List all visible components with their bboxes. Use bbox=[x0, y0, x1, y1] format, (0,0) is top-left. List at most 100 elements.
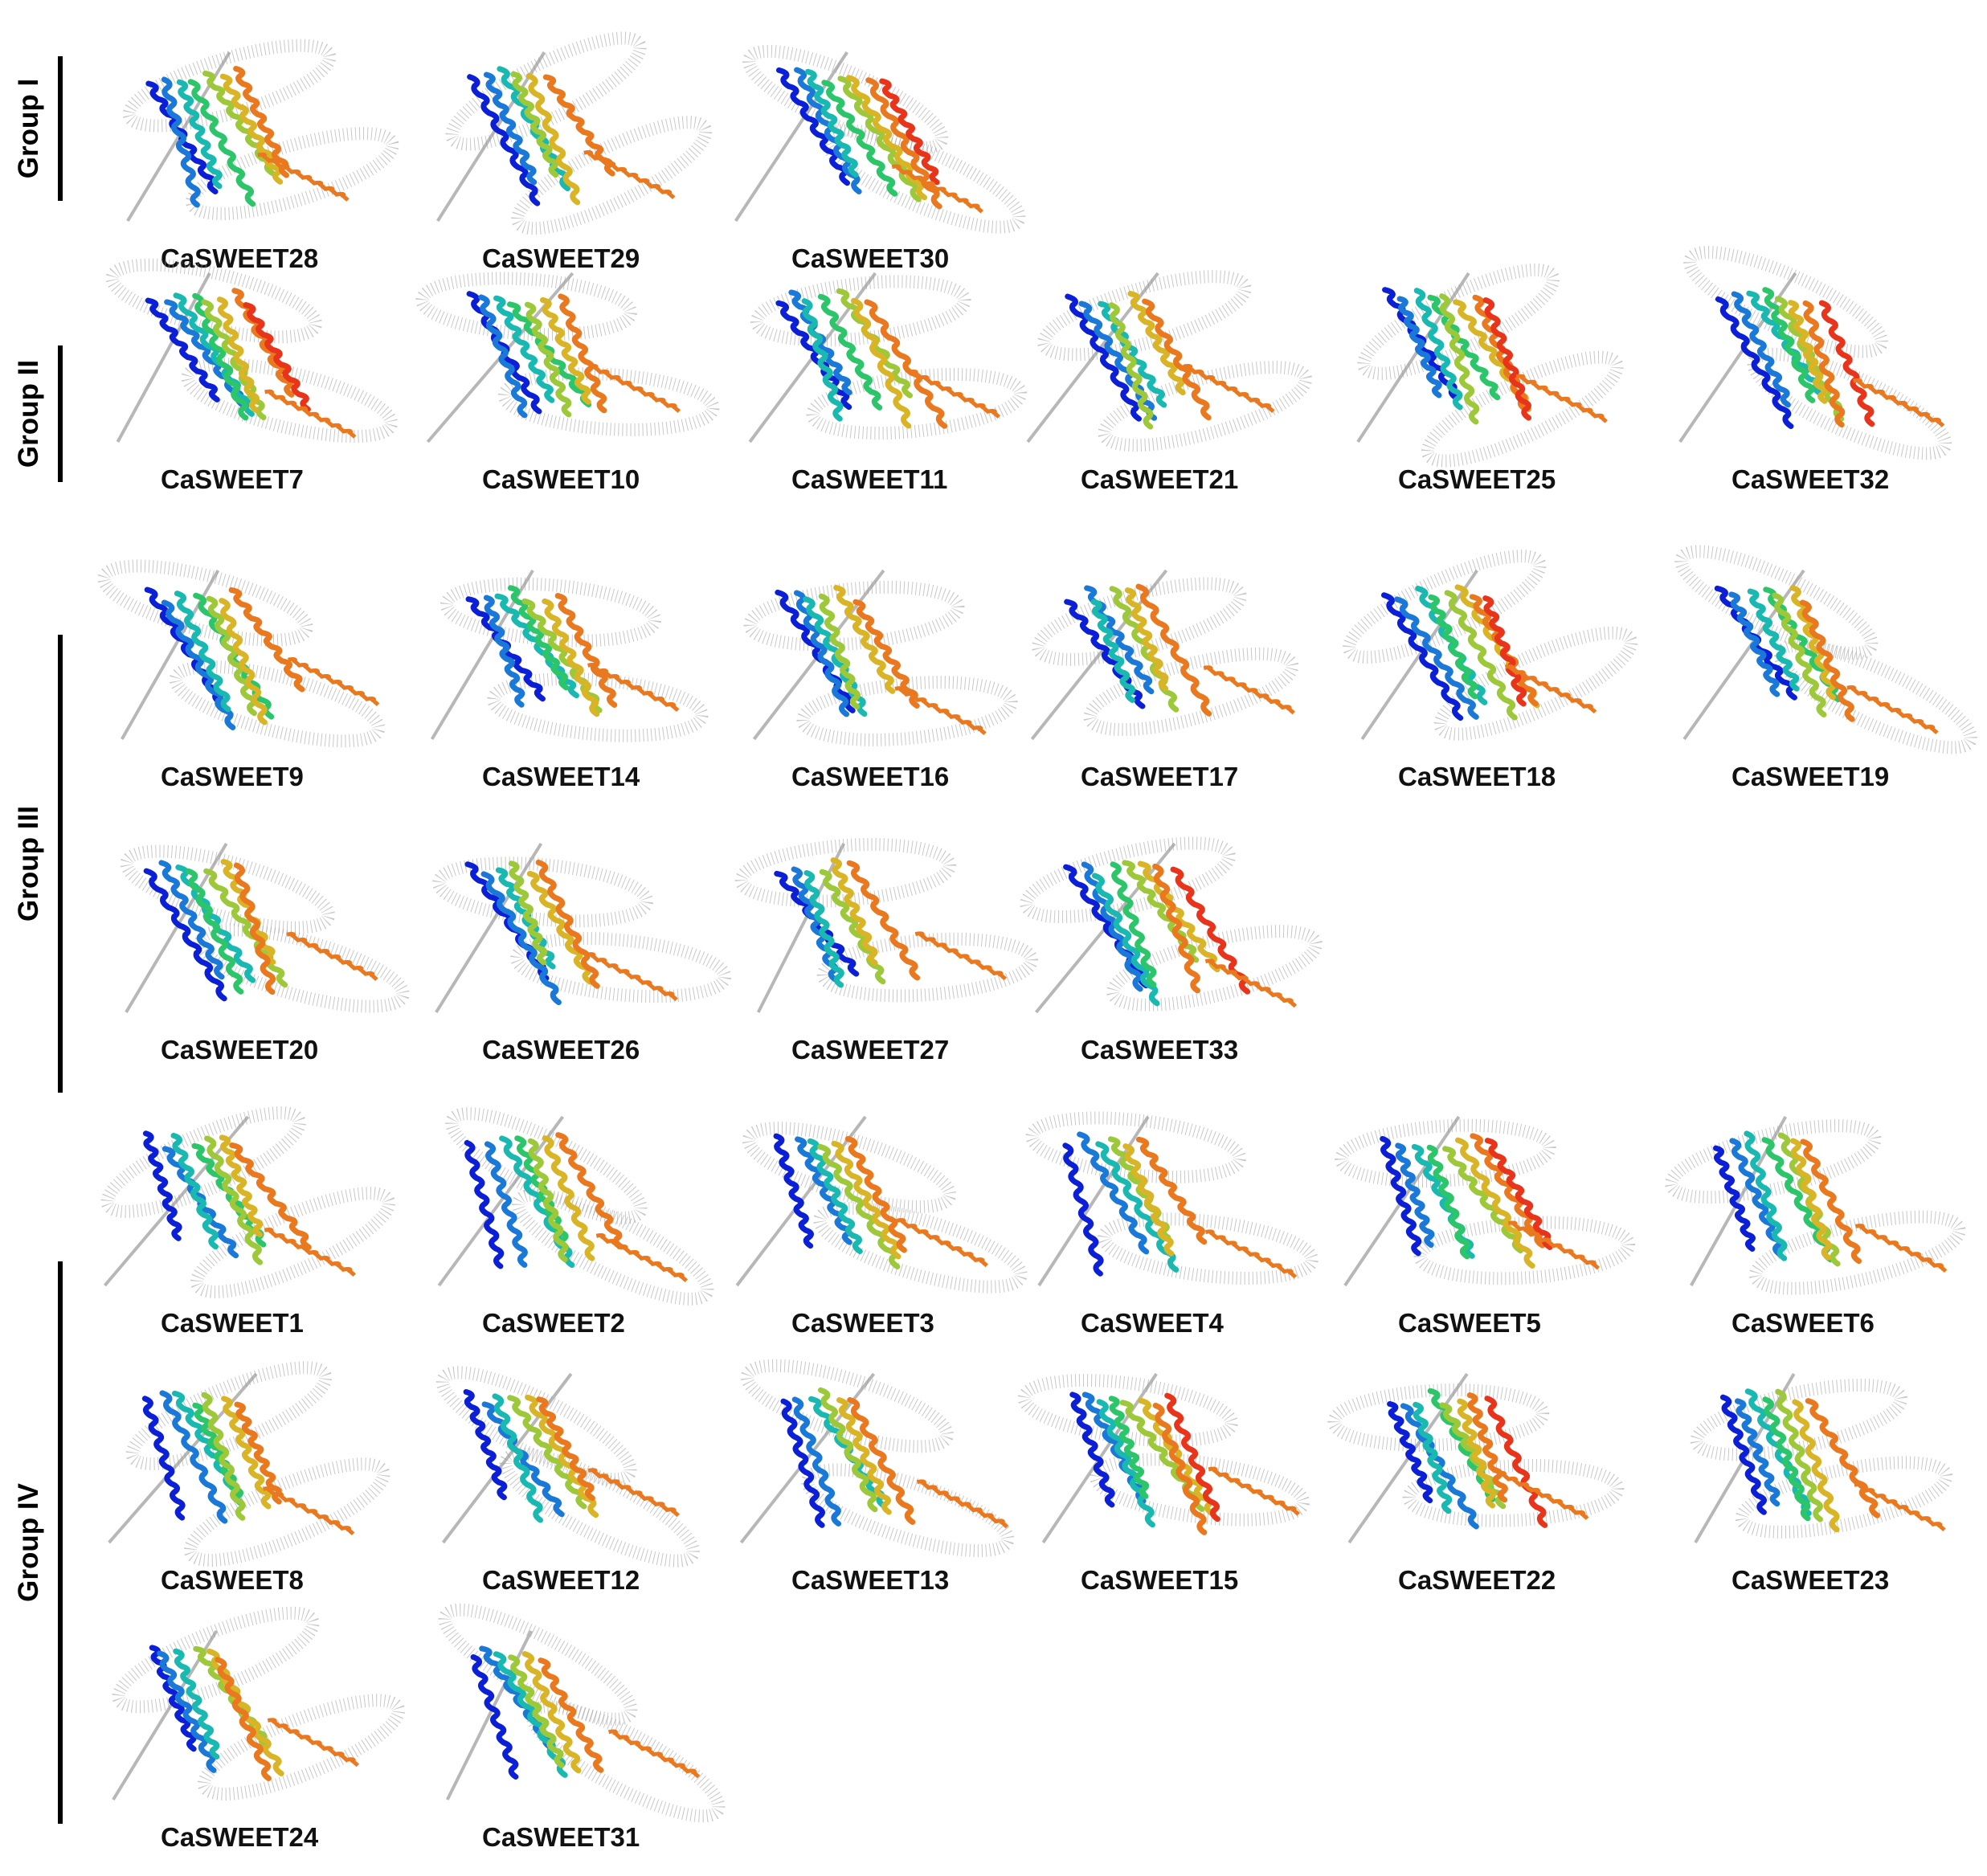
protein-structure-render bbox=[415, 272, 720, 443]
protein-name-label: CaSWEET33 bbox=[1081, 1035, 1239, 1065]
structure-panel: CaSWEET24 bbox=[96, 1606, 406, 1856]
protein-ribbon-icon bbox=[145, 288, 357, 439]
protein-name-label: CaSWEET31 bbox=[482, 1822, 640, 1852]
protein-structure-render bbox=[437, 1107, 714, 1306]
protein-structure-render bbox=[105, 258, 398, 443]
protein-name-label: CaSWEET12 bbox=[482, 1565, 640, 1595]
membrane-disc-icon bbox=[1343, 550, 1638, 741]
protein-ribbon-icon bbox=[1380, 1133, 1601, 1270]
protein-name-label: CaSWEET27 bbox=[791, 1035, 950, 1065]
membrane-disc-icon bbox=[437, 1107, 714, 1306]
structure-panel: CaSWEET11 bbox=[727, 265, 1032, 498]
structure-panel: CaSWEET19 bbox=[1667, 545, 1977, 795]
protein-name-label: CaSWEET11 bbox=[791, 464, 948, 494]
protein-structure-render bbox=[1025, 1111, 1319, 1287]
structure-panel: CaSWEET9 bbox=[96, 559, 402, 795]
protein-ribbon-icon bbox=[1069, 1392, 1300, 1535]
structure-panel: CaSWEET6 bbox=[1665, 1109, 1973, 1342]
protein-name-label: CaSWEET3 bbox=[791, 1308, 934, 1338]
protein-name-label: CaSWEET6 bbox=[1731, 1308, 1875, 1338]
protein-name-label: CaSWEET16 bbox=[791, 762, 950, 791]
protein-ribbon-icon bbox=[1382, 287, 1608, 425]
protein-ribbon-icon bbox=[464, 859, 678, 1006]
structure-panel: CaSWEET30 bbox=[727, 44, 1032, 277]
structure-panel: CaSWEET8 bbox=[96, 1361, 402, 1599]
protein-structure-render bbox=[438, 1603, 726, 1823]
protein-name-label: CaSWEET14 bbox=[482, 762, 640, 791]
protein-ribbon-icon bbox=[143, 859, 378, 1002]
membrane-disc-icon bbox=[108, 1361, 390, 1567]
protein-structure-render bbox=[735, 1115, 1028, 1294]
structure-panel: CaSWEET20 bbox=[96, 836, 410, 1069]
protein-ribbon-icon bbox=[1063, 860, 1298, 1008]
protein-structure-render bbox=[1356, 263, 1624, 468]
protein-name-label: CaSWEET26 bbox=[482, 1035, 640, 1065]
protein-structure-render bbox=[1030, 569, 1299, 741]
protein-ribbon-icon bbox=[464, 1132, 689, 1283]
structure-panel: CaSWEET26 bbox=[418, 836, 731, 1069]
protein-ribbon-icon bbox=[1713, 1130, 1948, 1273]
protein-ribbon-icon bbox=[774, 857, 1008, 988]
protein-name-label: CaSWEET8 bbox=[161, 1565, 304, 1595]
protein-ribbon-icon bbox=[775, 288, 1001, 429]
protein-name-label: CaSWEET18 bbox=[1398, 762, 1556, 791]
protein-ribbon-icon bbox=[1064, 583, 1295, 717]
membrane-disc-icon bbox=[438, 1603, 726, 1823]
structure-panel: CaSWEET4 bbox=[1016, 1109, 1322, 1342]
protein-name-label: CaSWEET7 bbox=[161, 464, 304, 494]
protein-ribbon-icon bbox=[465, 585, 680, 717]
structure-panel: CaSWEET12 bbox=[418, 1366, 723, 1599]
protein-structure-render bbox=[100, 1106, 395, 1298]
protein-ribbon-icon bbox=[466, 291, 681, 419]
protein-name-label: CaSWEET32 bbox=[1731, 464, 1890, 494]
protein-structure-render bbox=[1026, 270, 1313, 452]
structure-panel: CaSWEET15 bbox=[1016, 1366, 1322, 1599]
protein-structure-render bbox=[108, 1361, 390, 1567]
protein-ribbon-icon bbox=[1065, 291, 1275, 430]
protein-ribbon-icon bbox=[144, 587, 380, 730]
protein-structure-render bbox=[743, 569, 1018, 746]
structure-panel: CaSWEET31 bbox=[418, 1603, 726, 1856]
protein-structure-render bbox=[112, 1606, 406, 1801]
structure-panel: CaSWEET10 bbox=[415, 265, 723, 498]
structure-panel: CaSWEET3 bbox=[727, 1109, 1032, 1342]
protein-name-label: CaSWEET4 bbox=[1081, 1308, 1224, 1338]
membrane-disc-icon bbox=[436, 31, 713, 235]
protein-ribbon-icon bbox=[775, 584, 987, 736]
protein-structure-render bbox=[748, 272, 1028, 443]
structure-panel: CaSWEET7 bbox=[96, 258, 402, 498]
protein-structure-render bbox=[435, 1366, 700, 1567]
protein-structure-render bbox=[1665, 1116, 1966, 1295]
protein-structure-render bbox=[1678, 246, 1952, 460]
protein-ribbon-icon bbox=[1387, 1388, 1589, 1530]
structure-panel: CaSWEET17 bbox=[1016, 562, 1322, 795]
group-2-bar bbox=[58, 345, 63, 482]
structure-panel: CaSWEET21 bbox=[1016, 265, 1322, 498]
protein-structure-render bbox=[1674, 545, 1977, 754]
protein-name-label: CaSWEET21 bbox=[1081, 464, 1239, 494]
protein-ribbon-icon bbox=[467, 66, 676, 206]
membrane-disc-icon bbox=[100, 1106, 395, 1298]
protein-ribbon-icon bbox=[780, 1387, 1009, 1529]
protein-structure-render bbox=[122, 39, 399, 223]
structure-panel: CaSWEET22 bbox=[1327, 1366, 1639, 1599]
protein-structure-render bbox=[1690, 1372, 1953, 1544]
structure-panel: CaSWEET29 bbox=[418, 31, 723, 277]
protein-name-label: CaSWEET22 bbox=[1398, 1565, 1556, 1595]
structure-panel: CaSWEET13 bbox=[727, 1359, 1032, 1599]
structure-panel: CaSWEET23 bbox=[1667, 1366, 1973, 1599]
structure-panel: CaSWEET5 bbox=[1334, 1109, 1639, 1342]
protein-ribbon-icon bbox=[1719, 1388, 1946, 1533]
protein-structure-render bbox=[1020, 836, 1323, 1014]
protein-ribbon-icon bbox=[463, 1388, 680, 1523]
protein-name-label: CaSWEET13 bbox=[791, 1565, 950, 1595]
protein-structure-render bbox=[436, 31, 713, 235]
group-4-label-text: Group IV bbox=[13, 1483, 44, 1602]
membrane-disc-icon bbox=[1356, 263, 1624, 468]
protein-name-label: CaSWEET20 bbox=[161, 1035, 319, 1065]
protein-structure-render bbox=[97, 559, 386, 748]
protein-name-label: CaSWEET28 bbox=[161, 243, 319, 273]
protein-structure-render bbox=[734, 44, 1026, 234]
protein-ribbon-icon bbox=[1062, 1131, 1298, 1279]
group-3-label-text: Group III bbox=[13, 806, 44, 922]
